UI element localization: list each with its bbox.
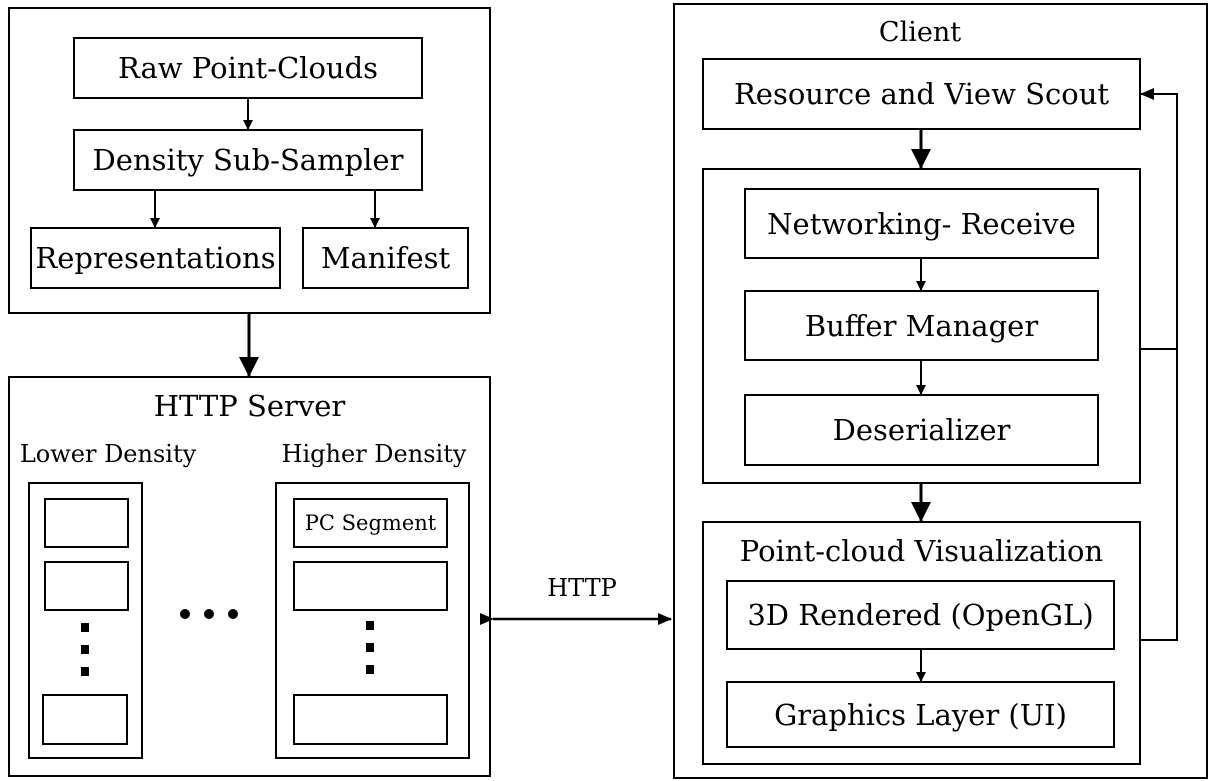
vertical-ellipsis-dot xyxy=(81,623,89,632)
ellipsis-dot xyxy=(204,609,214,619)
http-link-label: HTTP xyxy=(547,574,617,602)
lower-density-segment xyxy=(42,694,128,745)
vertical-ellipsis-dot xyxy=(81,667,89,676)
density-sub-sampler-label: Density Sub-Sampler xyxy=(92,143,404,177)
lower-density-segment xyxy=(44,498,129,548)
higher-density-label: Higher Density xyxy=(281,440,467,468)
representations-label: Representations xyxy=(35,241,276,275)
raw-point-clouds-box: Raw Point-Clouds xyxy=(73,37,423,99)
client-title: Client xyxy=(878,16,962,48)
buffer-manager-box: Buffer Manager xyxy=(744,290,1099,361)
visualization-title: Point-cloud Visualization xyxy=(739,534,1104,568)
feedback-loop-line xyxy=(1140,88,1178,641)
pc-segment-box: PC Segment xyxy=(293,498,448,548)
networking-receive-box: Networking- Receive xyxy=(744,188,1099,259)
density-sub-sampler-box: Density Sub-Sampler xyxy=(73,129,423,191)
deserializer-box: Deserializer xyxy=(744,394,1099,466)
higher-density-segment xyxy=(293,561,448,611)
ellipsis-dot xyxy=(228,609,238,619)
lower-density-segment xyxy=(44,561,129,611)
higher-density-segment xyxy=(293,694,448,745)
vertical-ellipsis-dot xyxy=(81,645,89,654)
buffer-manager-label: Buffer Manager xyxy=(804,308,1039,343)
resource-scout-box: Resource and View Scout xyxy=(702,58,1141,130)
manifest-label: Manifest xyxy=(320,241,451,275)
raw-point-clouds-label: Raw Point-Clouds xyxy=(117,51,379,85)
resource-scout-label: Resource and View Scout xyxy=(733,77,1110,111)
representations-box: Representations xyxy=(30,227,281,289)
deserializer-label: Deserializer xyxy=(832,413,1011,447)
networking-receive-label: Networking- Receive xyxy=(767,206,1076,241)
vertical-ellipsis-dot xyxy=(366,643,374,652)
graphics-layer-box: Graphics Layer (UI) xyxy=(726,681,1115,748)
lower-density-label: Lower Density xyxy=(19,440,197,468)
pc-segment-label: PC Segment xyxy=(304,511,437,535)
renderer-box: 3D Rendered (OpenGL) xyxy=(726,580,1115,650)
vertical-ellipsis-dot xyxy=(366,665,374,674)
http-server-title: HTTP Server xyxy=(153,389,346,423)
manifest-box: Manifest xyxy=(302,227,469,289)
vertical-ellipsis-dot xyxy=(366,621,374,630)
graphics-layer-label: Graphics Layer (UI) xyxy=(774,697,1067,732)
ellipsis-dot xyxy=(180,609,190,619)
renderer-label: 3D Rendered (OpenGL) xyxy=(747,598,1094,632)
